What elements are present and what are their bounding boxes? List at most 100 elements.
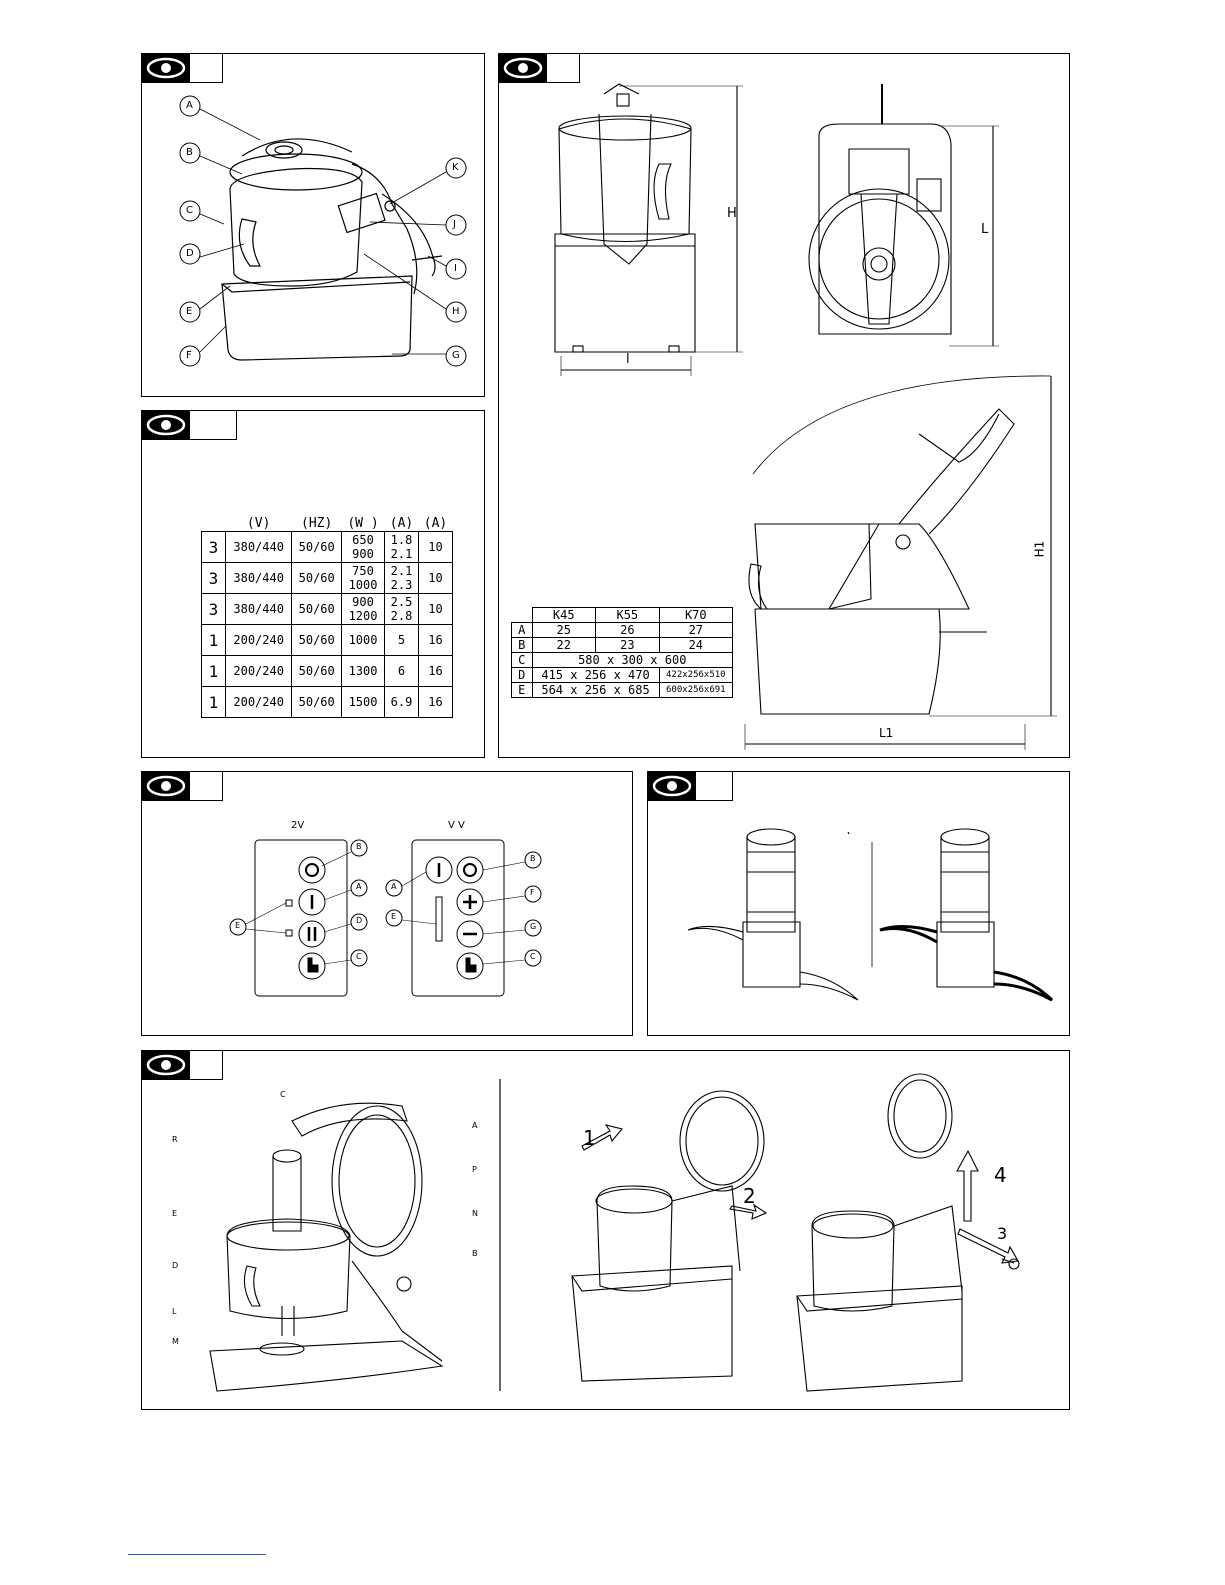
callout-e: E: [186, 306, 193, 317]
assembly-drawings: [209, 1073, 1020, 1392]
col-header: (W ): [347, 516, 379, 531]
callout-circles: [179, 95, 467, 367]
callout-b: B: [472, 1249, 478, 1258]
eye-icon: [146, 1054, 186, 1076]
table-cell: 3: [201, 531, 226, 563]
machine-drawing: [221, 138, 443, 361]
eye-icon: [146, 57, 186, 79]
callout-a: A: [472, 1121, 478, 1130]
view-tab: [141, 410, 237, 440]
table-cell: 380/440: [224, 593, 293, 625]
callout-i: I: [454, 263, 457, 274]
callout-g: G: [452, 350, 460, 361]
callout-f: F: [530, 888, 535, 897]
panel-assembly: 1 2 3 4 C A R P E N B D L M: [141, 1050, 1070, 1410]
table-cell: 380/440: [224, 531, 293, 563]
cell: 22: [531, 637, 597, 653]
dim-l1: L1: [879, 726, 894, 740]
table-cell: 5: [384, 624, 419, 656]
cell: 27: [658, 622, 734, 638]
callout-k: K: [452, 162, 459, 173]
cell: K70: [658, 607, 734, 623]
callout-e: E: [172, 1209, 178, 1218]
callout-a: A: [186, 100, 193, 111]
table-cell: 200/240: [224, 624, 293, 656]
cell: C: [511, 652, 533, 668]
cell: 23: [595, 637, 660, 653]
blade-drawings: [687, 828, 1054, 1002]
callout-r: R: [172, 1135, 178, 1144]
callout-d: D: [186, 248, 194, 259]
col-header: [202, 516, 226, 532]
table-cell: 50/60: [291, 531, 343, 563]
control-drawings: [229, 839, 542, 997]
step-4: 4: [994, 1163, 1007, 1187]
table-cell: 6.9: [384, 686, 419, 718]
table-cell: 50/60: [291, 655, 343, 687]
callout-b: B: [186, 147, 193, 158]
callout-c: C: [356, 952, 362, 961]
dim-h: H: [727, 206, 737, 221]
dim-l-small: l: [626, 352, 630, 367]
callout-e: E: [391, 912, 397, 921]
table-cell: 50/60: [291, 686, 343, 718]
callout-c: C: [530, 952, 536, 961]
table-cell: 3: [201, 562, 226, 594]
table-cell: 16: [417, 624, 454, 656]
callout-p: P: [472, 1165, 477, 1174]
table-cell: 1000: [341, 624, 386, 656]
cell: E: [511, 682, 533, 698]
table-cell: 16: [417, 655, 454, 687]
panel-overview: A B C D E F K J I H G: [141, 53, 485, 397]
callout-l: L: [172, 1307, 177, 1316]
eye-icon: [503, 57, 543, 79]
callout-c: C: [280, 1090, 286, 1099]
table-cell: 1: [201, 655, 226, 687]
cell: 600x256x691: [658, 682, 734, 698]
table-cell: 50/60: [291, 624, 343, 656]
col-header: (A): [389, 516, 414, 531]
cell: A: [511, 622, 533, 638]
table-cell: 10: [417, 562, 454, 594]
cell: 415 x 256 x 470: [531, 667, 660, 683]
view-tab: [141, 53, 223, 83]
view-tab: [141, 1050, 223, 1080]
callout-d: D: [356, 916, 363, 925]
callout-a: A: [356, 882, 362, 891]
panel-controls: 2V V V: [141, 771, 633, 1036]
cell: K55: [595, 607, 660, 623]
callout-m: M: [172, 1337, 179, 1346]
view-tab: [141, 771, 223, 801]
cell: 564 x 256 x 685: [531, 682, 660, 698]
dim-h1: H1: [1032, 540, 1047, 558]
table-cell: 1500: [341, 686, 386, 718]
callout-a: A: [391, 882, 397, 891]
callout-d: D: [172, 1261, 179, 1270]
callout-h: H: [452, 306, 460, 317]
callout-b: B: [530, 854, 536, 863]
table-cell: 1300: [341, 655, 386, 687]
panel-blades: [647, 771, 1070, 1036]
table-cell: 50/60: [291, 593, 343, 625]
table-cell: 200/240: [224, 655, 293, 687]
panel-2v-title: 2V: [291, 820, 305, 831]
table-cell: 10: [417, 531, 454, 563]
view-tab: [498, 53, 580, 83]
callout-j: J: [453, 219, 456, 230]
table-cell: 3: [201, 593, 226, 625]
dim-l-large: L: [981, 222, 989, 237]
callout-g: G: [530, 922, 537, 931]
table-cell: 1: [201, 686, 226, 718]
eye-icon: [146, 414, 186, 436]
cell: 26: [595, 622, 660, 638]
table-cell: 6: [384, 655, 419, 687]
